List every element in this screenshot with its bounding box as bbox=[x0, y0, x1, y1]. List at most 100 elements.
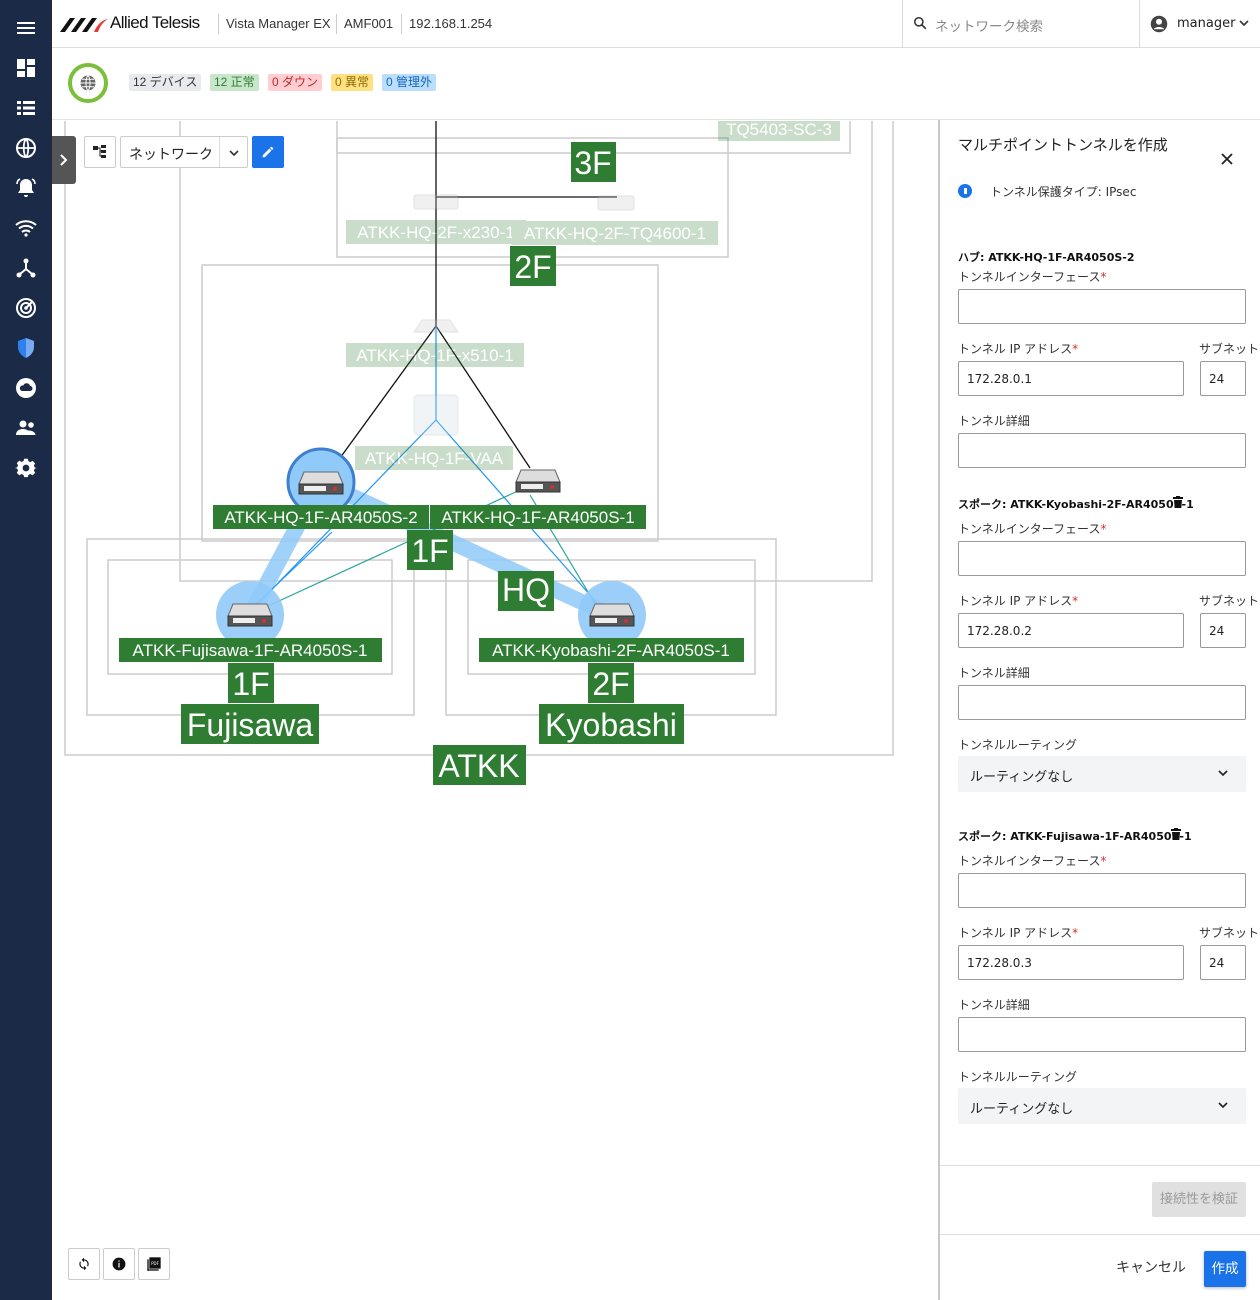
trash-icon[interactable] bbox=[1171, 828, 1181, 840]
network-status-ring[interactable] bbox=[68, 63, 108, 103]
spoke-kyobashi-heading: スポーク: ATKK-Kyobashi-2F-AR4050S-1 bbox=[958, 498, 1194, 511]
info-button[interactable] bbox=[103, 1248, 135, 1280]
abnormal-count-badge[interactable]: 0 異常 bbox=[331, 74, 374, 91]
label-fujisawa-1f[interactable]: 1F bbox=[232, 666, 269, 702]
tunnel-create-panel: マルチポイントトンネルを作成 トンネル保護タイプ: IPsec ハブ: ATKK… bbox=[938, 120, 1260, 1300]
expand-sidebar-tab[interactable] bbox=[52, 136, 76, 184]
spoke-fujisawa-iface-input[interactable] bbox=[958, 873, 1246, 908]
label-fujisawa[interactable]: Fujisawa bbox=[187, 707, 313, 743]
label-atkk[interactable]: ATKK bbox=[438, 748, 519, 784]
users-icon[interactable] bbox=[14, 416, 38, 440]
down-count-badge[interactable]: 0 ダウン bbox=[268, 74, 323, 91]
normal-count-badge[interactable]: 12 正常 bbox=[210, 74, 259, 91]
alarm-icon[interactable] bbox=[14, 176, 38, 200]
info-icon bbox=[112, 1257, 126, 1271]
label-hq-2f[interactable]: 2F bbox=[514, 249, 551, 285]
label-floor-3f[interactable]: 3F bbox=[574, 145, 611, 181]
close-icon[interactable] bbox=[1220, 152, 1234, 166]
label-kyobashi-device[interactable]: ATKK-Kyobashi-2F-AR4050S-1 bbox=[492, 641, 730, 660]
view-select[interactable]: ネットワーク bbox=[120, 136, 248, 168]
refresh-button[interactable] bbox=[68, 1248, 100, 1280]
link-x510-ar1[interactable] bbox=[435, 325, 531, 469]
info-icon bbox=[958, 184, 972, 198]
chevron-down-icon bbox=[1218, 1102, 1228, 1109]
spoke-fujisawa-ip-input[interactable]: 172.28.0.3 bbox=[958, 945, 1184, 980]
area-name[interactable]: AMF001 bbox=[344, 16, 394, 31]
hub-iface-input[interactable] bbox=[958, 289, 1246, 324]
switch-x510-icon[interactable] bbox=[413, 319, 459, 333]
vaa-appliance-icon[interactable] bbox=[413, 394, 459, 436]
create-button[interactable]: 作成 bbox=[1204, 1251, 1246, 1287]
label-hub-device[interactable]: ATKK-HQ-1F-AR4050S-2 bbox=[224, 508, 417, 527]
router-ar1-icon[interactable] bbox=[515, 469, 561, 493]
tunnel-hub-kyobashi[interactable] bbox=[317, 474, 614, 623]
label-tq5403[interactable]: TQ5403-SC-3 bbox=[726, 121, 832, 139]
wifi-icon[interactable] bbox=[14, 216, 38, 240]
list-icon[interactable] bbox=[14, 96, 38, 120]
dashboard-icon[interactable] bbox=[14, 56, 38, 80]
refresh-icon bbox=[79, 1257, 89, 1271]
topology-canvas[interactable]: TQ5403-SC-3 ATKK-HQ-2F-x230-1 ATKK-HQ-2F… bbox=[52, 121, 938, 1300]
settings-icon[interactable] bbox=[14, 456, 38, 480]
spoke-fujisawa-routing-select[interactable]: ルーティングなし bbox=[958, 1088, 1246, 1124]
label-hq[interactable]: HQ bbox=[502, 572, 550, 608]
security-shield-icon[interactable] bbox=[14, 336, 38, 360]
label-x510[interactable]: ATKK-HQ-1F-x510-1 bbox=[356, 346, 513, 365]
spoke-kyobashi-ip-label: トンネル IP アドレス* bbox=[958, 594, 1079, 608]
hub-heading: ハブ: ATKK-HQ-1F-AR4050S-2 bbox=[958, 251, 1135, 264]
router-hub-icon[interactable] bbox=[298, 471, 344, 495]
spoke-kyobashi-ip-input[interactable]: 172.28.0.2 bbox=[958, 613, 1184, 648]
spoke-kyobashi-routing-select[interactable]: ルーティングなし bbox=[958, 756, 1246, 792]
hub-ip-input[interactable]: 172.28.0.1 bbox=[958, 361, 1184, 396]
edit-button[interactable] bbox=[252, 136, 284, 168]
label-fujisawa-device[interactable]: ATKK-Fujisawa-1F-AR4050S-1 bbox=[133, 641, 368, 660]
hub-detail-input[interactable] bbox=[958, 433, 1246, 468]
user-menu[interactable]: manager bbox=[1139, 0, 1260, 47]
device-count-badge[interactable]: 12 デバイス bbox=[129, 74, 202, 91]
spoke-fujisawa-ip-label: トンネル IP アドレス* bbox=[958, 926, 1079, 940]
status-bar: 12 デバイス 12 正常 0 ダウン 0 異常 0 管理外 bbox=[52, 48, 1260, 120]
user-name: manager bbox=[1177, 16, 1236, 31]
label-ar1-device[interactable]: ATKK-HQ-1F-AR4050S-1 bbox=[441, 508, 634, 527]
switch-x230-icon[interactable] bbox=[413, 194, 459, 210]
network-map[interactable]: TQ5403-SC-3 ATKK-HQ-2F-x230-1 ATKK-HQ-2F… bbox=[52, 121, 938, 1300]
label-kyobashi[interactable]: Kyobashi bbox=[545, 707, 677, 743]
spoke-fujisawa-heading: スポーク: ATKK-Fujisawa-1F-AR4050S-1 bbox=[958, 830, 1192, 843]
chevron-down-icon bbox=[229, 150, 239, 157]
label-vaa[interactable]: ATKK-HQ-1F-VAA bbox=[365, 449, 504, 468]
spoke-fujisawa-subnet-input[interactable]: 24 bbox=[1200, 945, 1246, 980]
cancel-button[interactable]: キャンセル bbox=[1116, 1260, 1186, 1276]
hierarchy-icon bbox=[93, 145, 106, 158]
access-point-icon[interactable] bbox=[597, 195, 635, 211]
label-kyobashi-2f[interactable]: 2F bbox=[592, 666, 629, 702]
trash-icon[interactable] bbox=[1173, 496, 1183, 508]
spoke-kyobashi-detail-input[interactable] bbox=[958, 685, 1246, 720]
spoke-fujisawa-subnet-label: サブネット bbox=[1199, 926, 1260, 940]
cloud-icon[interactable] bbox=[14, 376, 38, 400]
pdf-export-button[interactable]: PDF bbox=[138, 1248, 170, 1280]
globe-icon bbox=[80, 75, 96, 91]
spoke-fujisawa-detail-label: トンネル詳細 bbox=[958, 998, 1030, 1012]
spoke-fujisawa-detail-input[interactable] bbox=[958, 1017, 1246, 1052]
radar-icon[interactable] bbox=[14, 296, 38, 320]
view-select-label: ネットワーク bbox=[129, 147, 213, 163]
verify-connectivity-button[interactable]: 接続性を検証 bbox=[1152, 1182, 1246, 1217]
globe-icon[interactable] bbox=[14, 136, 38, 160]
label-x230[interactable]: ATKK-HQ-2F-x230-1 bbox=[357, 223, 514, 242]
router-kyobashi-icon[interactable] bbox=[589, 603, 635, 627]
network-search[interactable]: ネットワーク検索 bbox=[902, 0, 1139, 47]
topology-icon[interactable] bbox=[14, 256, 38, 280]
label-tq4600[interactable]: ATKK-HQ-2F-TQ4600-1 bbox=[524, 224, 706, 243]
ip-address: 192.168.1.254 bbox=[409, 16, 493, 31]
spoke-kyobashi-subnet-input[interactable]: 24 bbox=[1200, 613, 1246, 648]
menu-icon[interactable] bbox=[14, 16, 38, 40]
spoke-kyobashi-routing-value: ルーティングなし bbox=[970, 770, 1074, 785]
search-input[interactable]: ネットワーク検索 bbox=[935, 19, 1043, 35]
spoke-kyobashi-iface-input[interactable] bbox=[958, 541, 1246, 576]
unmanaged-count-badge[interactable]: 0 管理外 bbox=[382, 74, 437, 91]
label-hq-1f[interactable]: 1F bbox=[411, 533, 448, 569]
hub-subnet-input[interactable]: 24 bbox=[1200, 361, 1246, 396]
router-fujisawa-icon[interactable] bbox=[227, 603, 273, 627]
link-x510-hub[interactable] bbox=[339, 325, 437, 459]
layout-button[interactable] bbox=[84, 136, 116, 168]
